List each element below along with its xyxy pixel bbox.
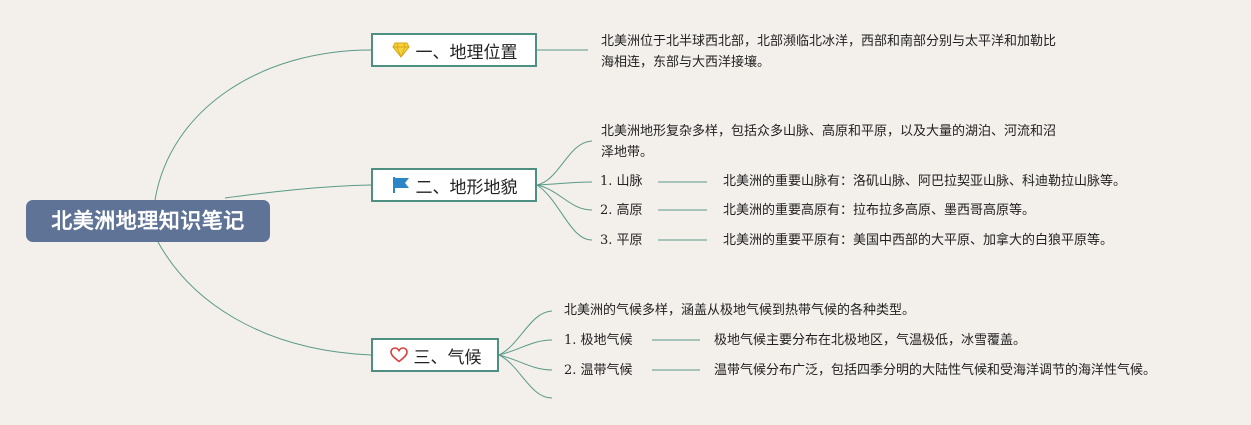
- connector-root-branch2: [224, 184, 372, 199]
- climate-summary: 北美洲的气候多样，涵盖从极地气候到热带气候的各种类型。: [564, 303, 916, 318]
- location-summary: 北美洲位于北半球西北部，北部濒临北冰洋，西部和南部分别与太平洋和加勒比 海相连，…: [601, 31, 1121, 73]
- item-number: 3.: [600, 233, 613, 248]
- terrain-item-mountains[interactable]: 1. 山脉: [600, 174, 643, 190]
- branch-label: 三、气候: [413, 347, 482, 368]
- terrain-summary: 北美洲地形复杂多样，包括众多山脉、高原和平原，以及大量的湖泊、河流和沼 泽地带。: [601, 121, 1056, 163]
- connector-root-branch1: [154, 49, 372, 201]
- branch-terrain[interactable]: 二、地形地貌: [371, 168, 537, 202]
- climate-detail-temperate: 温带气候分布广泛，包括四季分明的大陆性气候和受海洋调节的海洋性气候。: [714, 363, 1157, 378]
- climate-detail-polar: 极地气候主要分布在北极地区，气温极低，冰雪覆盖。: [714, 333, 1027, 348]
- terrain-detail-plains: 北美洲的重要平原有：美国中西部的大平原、加拿大的白狼平原等。: [723, 233, 1114, 248]
- item-number: 2.: [600, 203, 613, 218]
- terrain-detail-plateaus: 北美洲的重要高原有：拉布拉多高原、墨西哥高原等。: [723, 203, 1036, 218]
- item-name: 温带气候: [580, 363, 633, 378]
- connector-branch2-item2: [536, 184, 593, 211]
- branch-label: 二、地形地貌: [415, 177, 518, 198]
- item-name: 高原: [616, 203, 643, 218]
- item-number: 2.: [564, 363, 577, 378]
- root-node[interactable]: 北美洲地理知识笔记: [26, 200, 270, 242]
- heart-icon: [389, 345, 409, 365]
- connector-root-branch3: [157, 241, 372, 356]
- branch-label: 一、地理位置: [415, 42, 518, 63]
- connector-branch2-item3: [536, 184, 593, 241]
- branch-geographic-location[interactable]: 一、地理位置: [371, 33, 537, 67]
- branch-climate[interactable]: 三、气候: [371, 338, 499, 372]
- connector-branch2-item1: [536, 181, 593, 186]
- connector-branch3-summary: [498, 310, 553, 356]
- terrain-item-plains[interactable]: 3. 平原: [600, 233, 643, 249]
- flag-icon: [391, 175, 411, 195]
- location-summary-line: 海相连，东部与大西洋接壤。: [601, 55, 771, 70]
- terrain-item-plateaus[interactable]: 2. 高原: [600, 203, 643, 219]
- connector-branch3-blank: [498, 354, 553, 399]
- item-name: 极地气候: [580, 333, 633, 348]
- item-number: 1.: [600, 174, 613, 189]
- location-summary-line: 北美洲位于北半球西北部，北部濒临北冰洋，西部和南部分别与太平洋和加勒比: [601, 34, 1057, 49]
- connector-branch3-item2: [498, 354, 553, 371]
- climate-item-polar[interactable]: 1. 极地气候: [564, 333, 633, 349]
- item-name: 平原: [616, 233, 643, 248]
- item-name: 山脉: [616, 174, 643, 189]
- terrain-summary-line: 泽地带。: [601, 145, 654, 160]
- connector-branch2-summary: [536, 140, 593, 186]
- climate-item-temperate[interactable]: 2. 温带气候: [564, 363, 633, 379]
- terrain-summary-line: 北美洲地形复杂多样，包括众多山脉、高原和平原，以及大量的湖泊、河流和沼: [601, 124, 1057, 139]
- terrain-detail-mountains: 北美洲的重要山脉有：洛矶山脉、阿巴拉契亚山脉、科迪勒拉山脉等。: [723, 174, 1127, 189]
- diamond-icon: [391, 40, 411, 60]
- connector-branch3-item1: [498, 339, 553, 356]
- item-number: 1.: [564, 333, 577, 348]
